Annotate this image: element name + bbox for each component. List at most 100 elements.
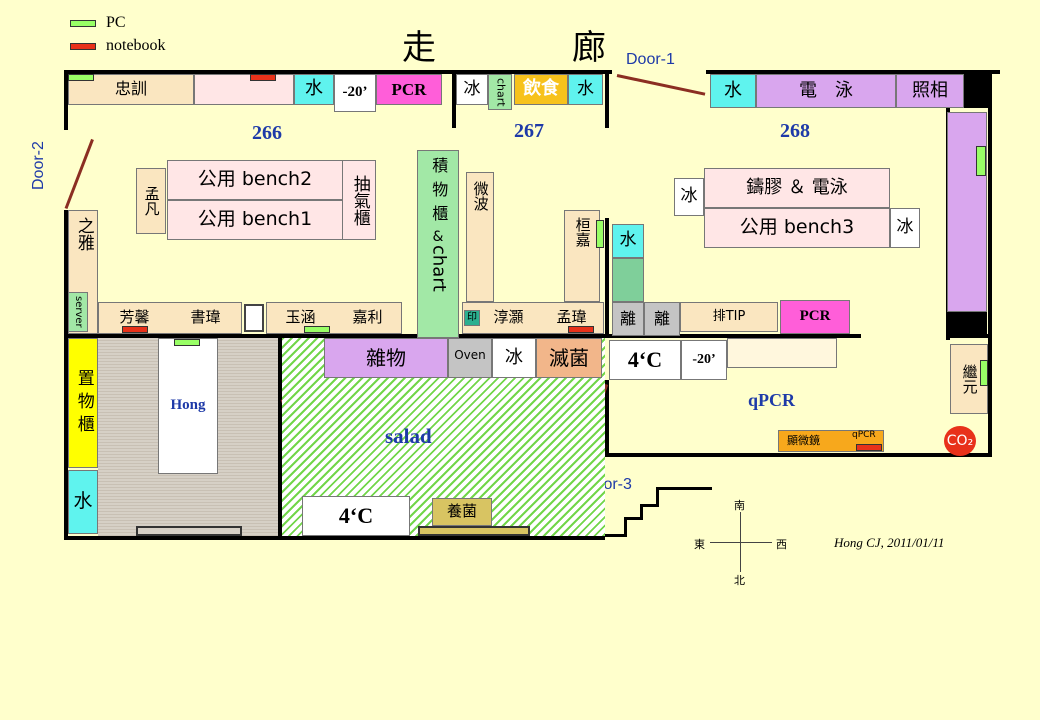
wall-middle-right [946,334,992,338]
pc-marker [174,339,200,346]
door-1-label: Door-1 [626,51,675,68]
door-2-label: Door-2 [30,141,47,190]
gel-casting-bench-label: 鑄膠 ＆ 電泳 [746,176,848,198]
desk-zhiya-label: 之雅 [73,217,94,251]
wall-left-upper [64,70,68,130]
door-1 [616,74,706,96]
wall-top-right [706,70,1000,74]
culture-bench: 養菌 [432,498,492,526]
public-bench1-label: 公用 bench1 [197,208,313,231]
server-rack-label: server [72,296,84,328]
pcr-machine-a: PCR [376,74,442,105]
wall-left-lower [64,210,68,540]
desk-huanjia-label: 桓嘉 [573,217,592,247]
door-2 [64,138,94,210]
desk-yuhan-jiali: 玉涵 嘉利 [266,302,402,334]
cold-room-a-label: 4‘C [627,347,663,373]
pc-marker [980,360,988,386]
electrophoresis-bench-label: 電 泳 [799,79,853,101]
legend-notebook-swatch [70,43,96,50]
desk-yuhan-label: 玉涵 [285,308,316,327]
centrifuge-2: 離 [644,302,680,336]
sink-3-label: 水 [724,79,742,101]
hong-bench-base [136,526,242,536]
public-bench2: 公用 bench2 [167,160,343,200]
sink-2: 水 [568,74,603,105]
sink-1: 水 [294,74,334,105]
gel-casting-bench: 鑄膠 ＆ 電泳 [704,168,890,208]
electrophoresis-bench: 電 泳 [756,74,896,108]
desk-fangxin-shuwei: 芳馨 書瑋 [98,302,242,334]
corridor-label: 走 廊 [402,28,606,68]
wall-divider-266-267 [452,70,456,128]
chart-rack-a-label: chart [494,77,508,107]
credit-text: Hong CJ, 2011/01/11 [834,535,945,550]
fridge-1: 冰 [456,74,488,105]
pc-marker [976,146,986,176]
qpcr-shelf [727,338,837,368]
sink-1-label: 水 [305,78,323,100]
fridge-2: 冰 [674,178,704,216]
desk-hong-label: Hong [170,397,206,414]
food-area-label: 飲食 [523,78,559,100]
centrifuge-2-label: 離 [653,308,670,328]
stairs-1h [640,504,659,507]
right-black-block [964,74,988,108]
legend-pc-label: PC [106,14,126,31]
storage-shelf-label: 置物櫃 [73,368,94,438]
cabinet-small [244,304,264,332]
tip-bench: 排TIP [680,302,778,332]
notebook-marker [250,74,276,81]
desk-hong: Hong [158,338,218,474]
right-black-base [947,312,987,336]
misc-shelf-label: 雜物 [366,345,406,370]
legend-pc-swatch [70,20,96,27]
notebook-marker [568,326,594,333]
wall-bottom [64,536,605,540]
desk-zhongxun-label: 忠訓 [114,79,147,99]
stairs-2v [640,504,643,520]
wall-divider-267-268-lower [605,218,609,338]
pc-marker [68,74,94,81]
cold-room-b: 4‘C [302,496,410,536]
freezer-minus20-a: -20’ [334,74,376,112]
sink-5: 水 [68,470,98,534]
printer-label: 印 [467,312,477,324]
wall-qpcr-bottom [605,453,992,457]
cold-room-b-label: 4‘C [338,503,374,529]
room-267-label: 267 [514,120,544,142]
compass-right: 西 [776,538,787,551]
microwave-bench: 微波 [466,172,494,302]
culture-bench-label: 養菌 [446,502,477,521]
co2-incubator-label: CO₂ [946,432,974,449]
storage-cabinet-amp: & [432,229,444,245]
centrifuge-1: 離 [612,302,644,336]
notebook-marker [856,444,882,451]
green-cabinet [612,258,644,302]
sink-5-label: 水 [73,490,93,513]
fridge-4: 冰 [492,338,536,378]
storage-cabinet-label: 積物櫃 [429,157,449,229]
wall-divider-267-268-upper [605,70,609,128]
sink-2-label: 水 [577,78,594,99]
wall-hong-divider [278,338,282,538]
right-tall-cabinet [947,112,987,312]
fridge-3: 冰 [890,208,920,248]
stairs-2h [624,517,643,520]
compass-horizontal [710,542,772,543]
microscope-bench-label: 顯微鏡 [787,433,820,447]
public-bench3-label: 公用 bench3 [739,216,855,239]
wall-qpcr-left [605,380,609,457]
storage-cabinet-chart: chart [428,245,450,292]
misc-shelf: 雜物 [324,338,448,378]
freezer-minus20-b: -20’ [681,340,727,380]
culture-bench-base [418,526,530,536]
stairs-3v [624,517,627,537]
pc-marker [304,326,330,333]
desk-huanjia: 桓嘉 [564,210,600,302]
stairs-1v [656,487,659,507]
food-area: 飲食 [514,74,568,105]
stairs-top [656,487,712,490]
stairs-3h [605,534,627,537]
compass-left: 東 [694,538,705,551]
